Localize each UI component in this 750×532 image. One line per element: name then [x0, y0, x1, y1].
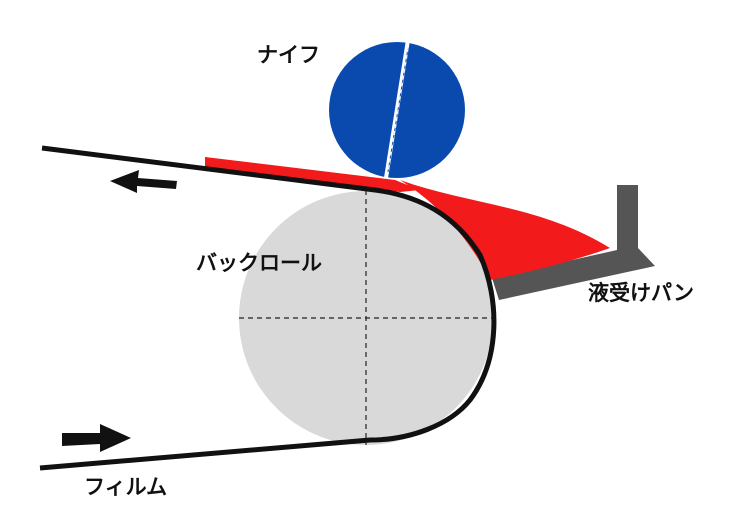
liquid-pan: [492, 185, 655, 300]
film-direction-arrow-in: [62, 424, 131, 452]
coating-liquid-pool: [400, 180, 610, 280]
knife-center-line: [387, 47, 409, 173]
film-direction-arrow-out: [110, 170, 177, 193]
film-label: フィルム: [84, 475, 167, 499]
film: [39, 145, 497, 471]
back-roll-label: バックロール: [196, 251, 322, 275]
coating-liquid-layer: [205, 157, 420, 192]
knife-edge-slit: [384, 39, 410, 179]
liquid-pan-label: 液受けパン: [588, 281, 694, 305]
knife-label: ナイフ: [257, 43, 320, 67]
